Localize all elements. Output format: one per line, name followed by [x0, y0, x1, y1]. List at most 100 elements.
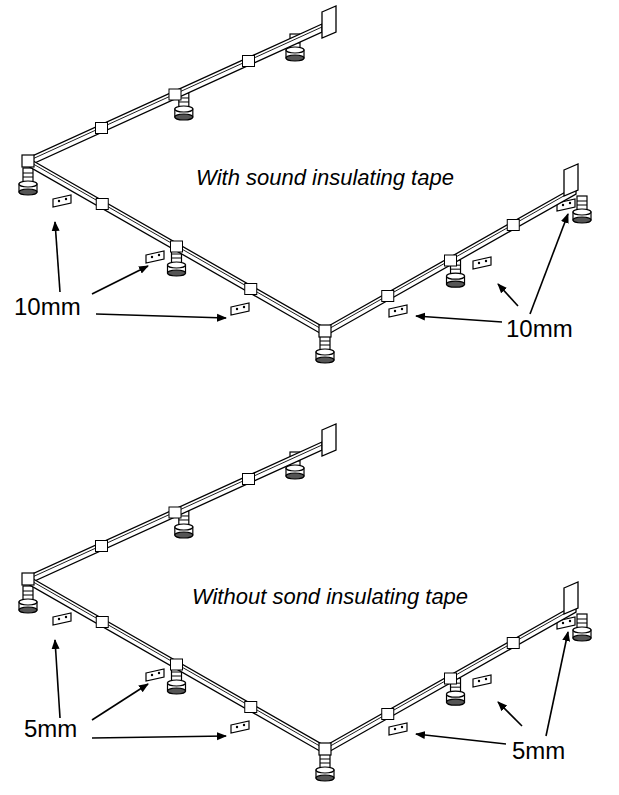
beam-joint [445, 673, 457, 684]
leader-arrow [55, 222, 60, 292]
tab-hole [569, 202, 571, 204]
tab-hole [243, 724, 245, 726]
wall-bracket [564, 164, 578, 196]
leader-arrow [498, 702, 522, 726]
foot-thread [23, 177, 33, 178]
foot-thread [451, 269, 461, 270]
leader-arrow [498, 284, 518, 306]
foot-pad [175, 524, 193, 530]
beam-joint [96, 541, 108, 552]
dimension-label: 10mm [506, 316, 573, 342]
frame-beam [325, 186, 576, 336]
foot-pad [316, 767, 334, 773]
tab-hole [58, 200, 60, 202]
tab-hole [485, 678, 487, 680]
beam-joint [382, 291, 394, 302]
foot-stem [23, 168, 33, 182]
mounting-tab [231, 721, 249, 733]
beam-joint [507, 638, 519, 649]
foot-thread [577, 623, 587, 624]
foot-thread [320, 341, 330, 342]
tab-hole [151, 674, 153, 676]
beam-joint [171, 241, 183, 252]
foot-pad [168, 680, 186, 686]
foot-pad [19, 607, 37, 613]
foot-thread [23, 595, 33, 596]
support-frame [19, 424, 591, 781]
caption-note: With sound insulating tape [196, 166, 454, 190]
beam-joint [96, 123, 108, 134]
beam-edge [28, 27, 322, 161]
leader-arrow [416, 316, 502, 322]
foot-stem [320, 336, 330, 350]
frame-beam [325, 604, 576, 754]
tab-hole [485, 260, 487, 262]
tab-hole [569, 620, 571, 622]
foot-stem [577, 614, 587, 628]
beam-joint [245, 702, 257, 713]
foot-pad [286, 47, 304, 53]
foot-pad [573, 217, 591, 223]
wall-bracket [322, 6, 336, 38]
foot-pad [286, 55, 304, 61]
foot-thread [577, 201, 587, 202]
leader-arrow [416, 734, 506, 744]
tab-hole [562, 204, 564, 206]
beam-edge [325, 189, 576, 331]
foot-pad [316, 775, 334, 781]
frame-beam [28, 442, 322, 584]
mounting-tab [473, 675, 491, 687]
dimension-label: 5mm [512, 738, 565, 764]
mounting-tab [53, 613, 71, 625]
foot-pad [447, 691, 465, 697]
tab-hole [236, 308, 238, 310]
leader-arrow [96, 314, 226, 318]
tab-hole [58, 618, 60, 620]
tab-hole [401, 308, 403, 310]
leader-arrow [530, 214, 568, 314]
foot-pad [168, 270, 186, 276]
tab-hole [151, 256, 153, 258]
foot-thread [320, 759, 330, 760]
foot-pad [168, 262, 186, 268]
tab-hole [401, 726, 403, 728]
foot-pad [168, 688, 186, 694]
foot-pad [175, 106, 193, 112]
tab-hole [394, 728, 396, 730]
foot-thread [23, 591, 33, 592]
tab-hole [478, 680, 480, 682]
beam-joint [382, 709, 394, 720]
corner-piece [319, 743, 331, 755]
foot-thread [320, 763, 330, 764]
tab-hole [562, 622, 564, 624]
beam-joint [169, 89, 181, 100]
mounting-tab [389, 305, 407, 317]
foot-stem [23, 586, 33, 600]
foot-thread [320, 345, 330, 346]
wall-bracket [322, 424, 336, 456]
beam-joint [507, 220, 519, 231]
tab-hole [65, 616, 67, 618]
foot-pad [447, 281, 465, 287]
foot-pad [573, 209, 591, 215]
mounting-tab [146, 669, 164, 681]
foot-pad [175, 532, 193, 538]
foot-pad [19, 189, 37, 195]
foot-pad [447, 273, 465, 279]
beam-joint [169, 507, 181, 518]
foot-pad [316, 357, 334, 363]
foot-thread [451, 687, 461, 688]
foot-stem [320, 754, 330, 768]
beam-joint [243, 56, 255, 67]
beam-joint [96, 617, 108, 628]
tab-hole [243, 306, 245, 308]
foot-thread [172, 258, 182, 259]
foot-thread [577, 205, 587, 206]
wall-bracket [564, 582, 578, 614]
leader-arrow [546, 632, 568, 736]
foot-thread [179, 101, 189, 102]
dimension-label: 5mm [24, 716, 77, 742]
beam-joint [96, 199, 108, 210]
tab-hole [236, 726, 238, 728]
leader-arrow [55, 640, 60, 718]
